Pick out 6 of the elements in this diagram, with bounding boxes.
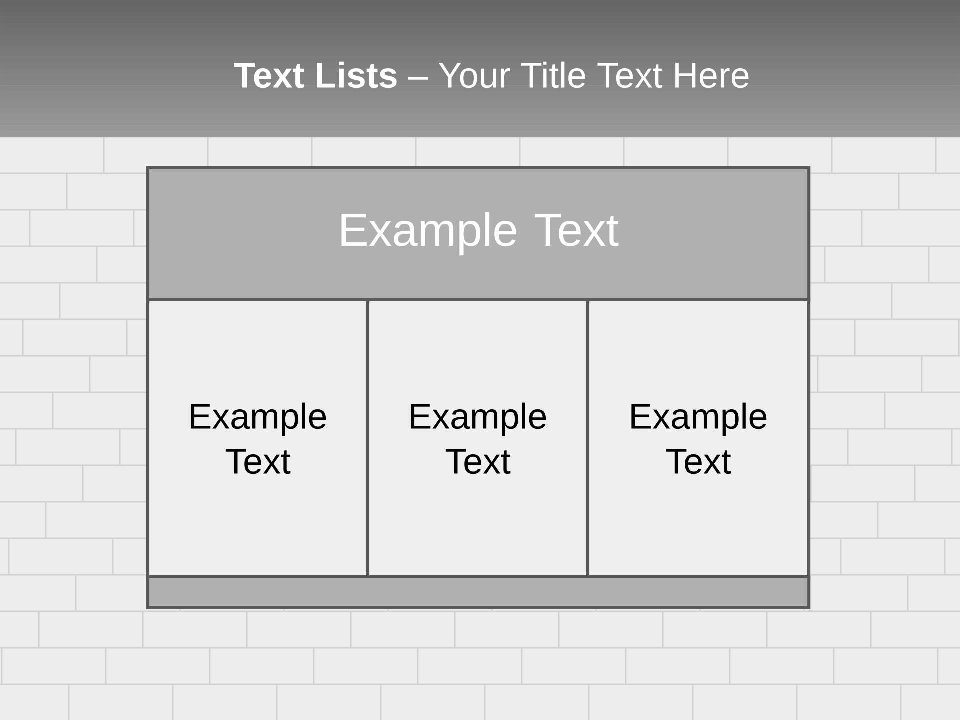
text-box: Example Text (146, 298, 370, 579)
text-box: Example Text (366, 298, 590, 579)
header-box: Example Text (146, 166, 811, 302)
slide-title: Text Lists – Your Title Text Here (234, 62, 749, 88)
text-box: Example Text (586, 298, 811, 579)
footer-bar (146, 575, 811, 610)
